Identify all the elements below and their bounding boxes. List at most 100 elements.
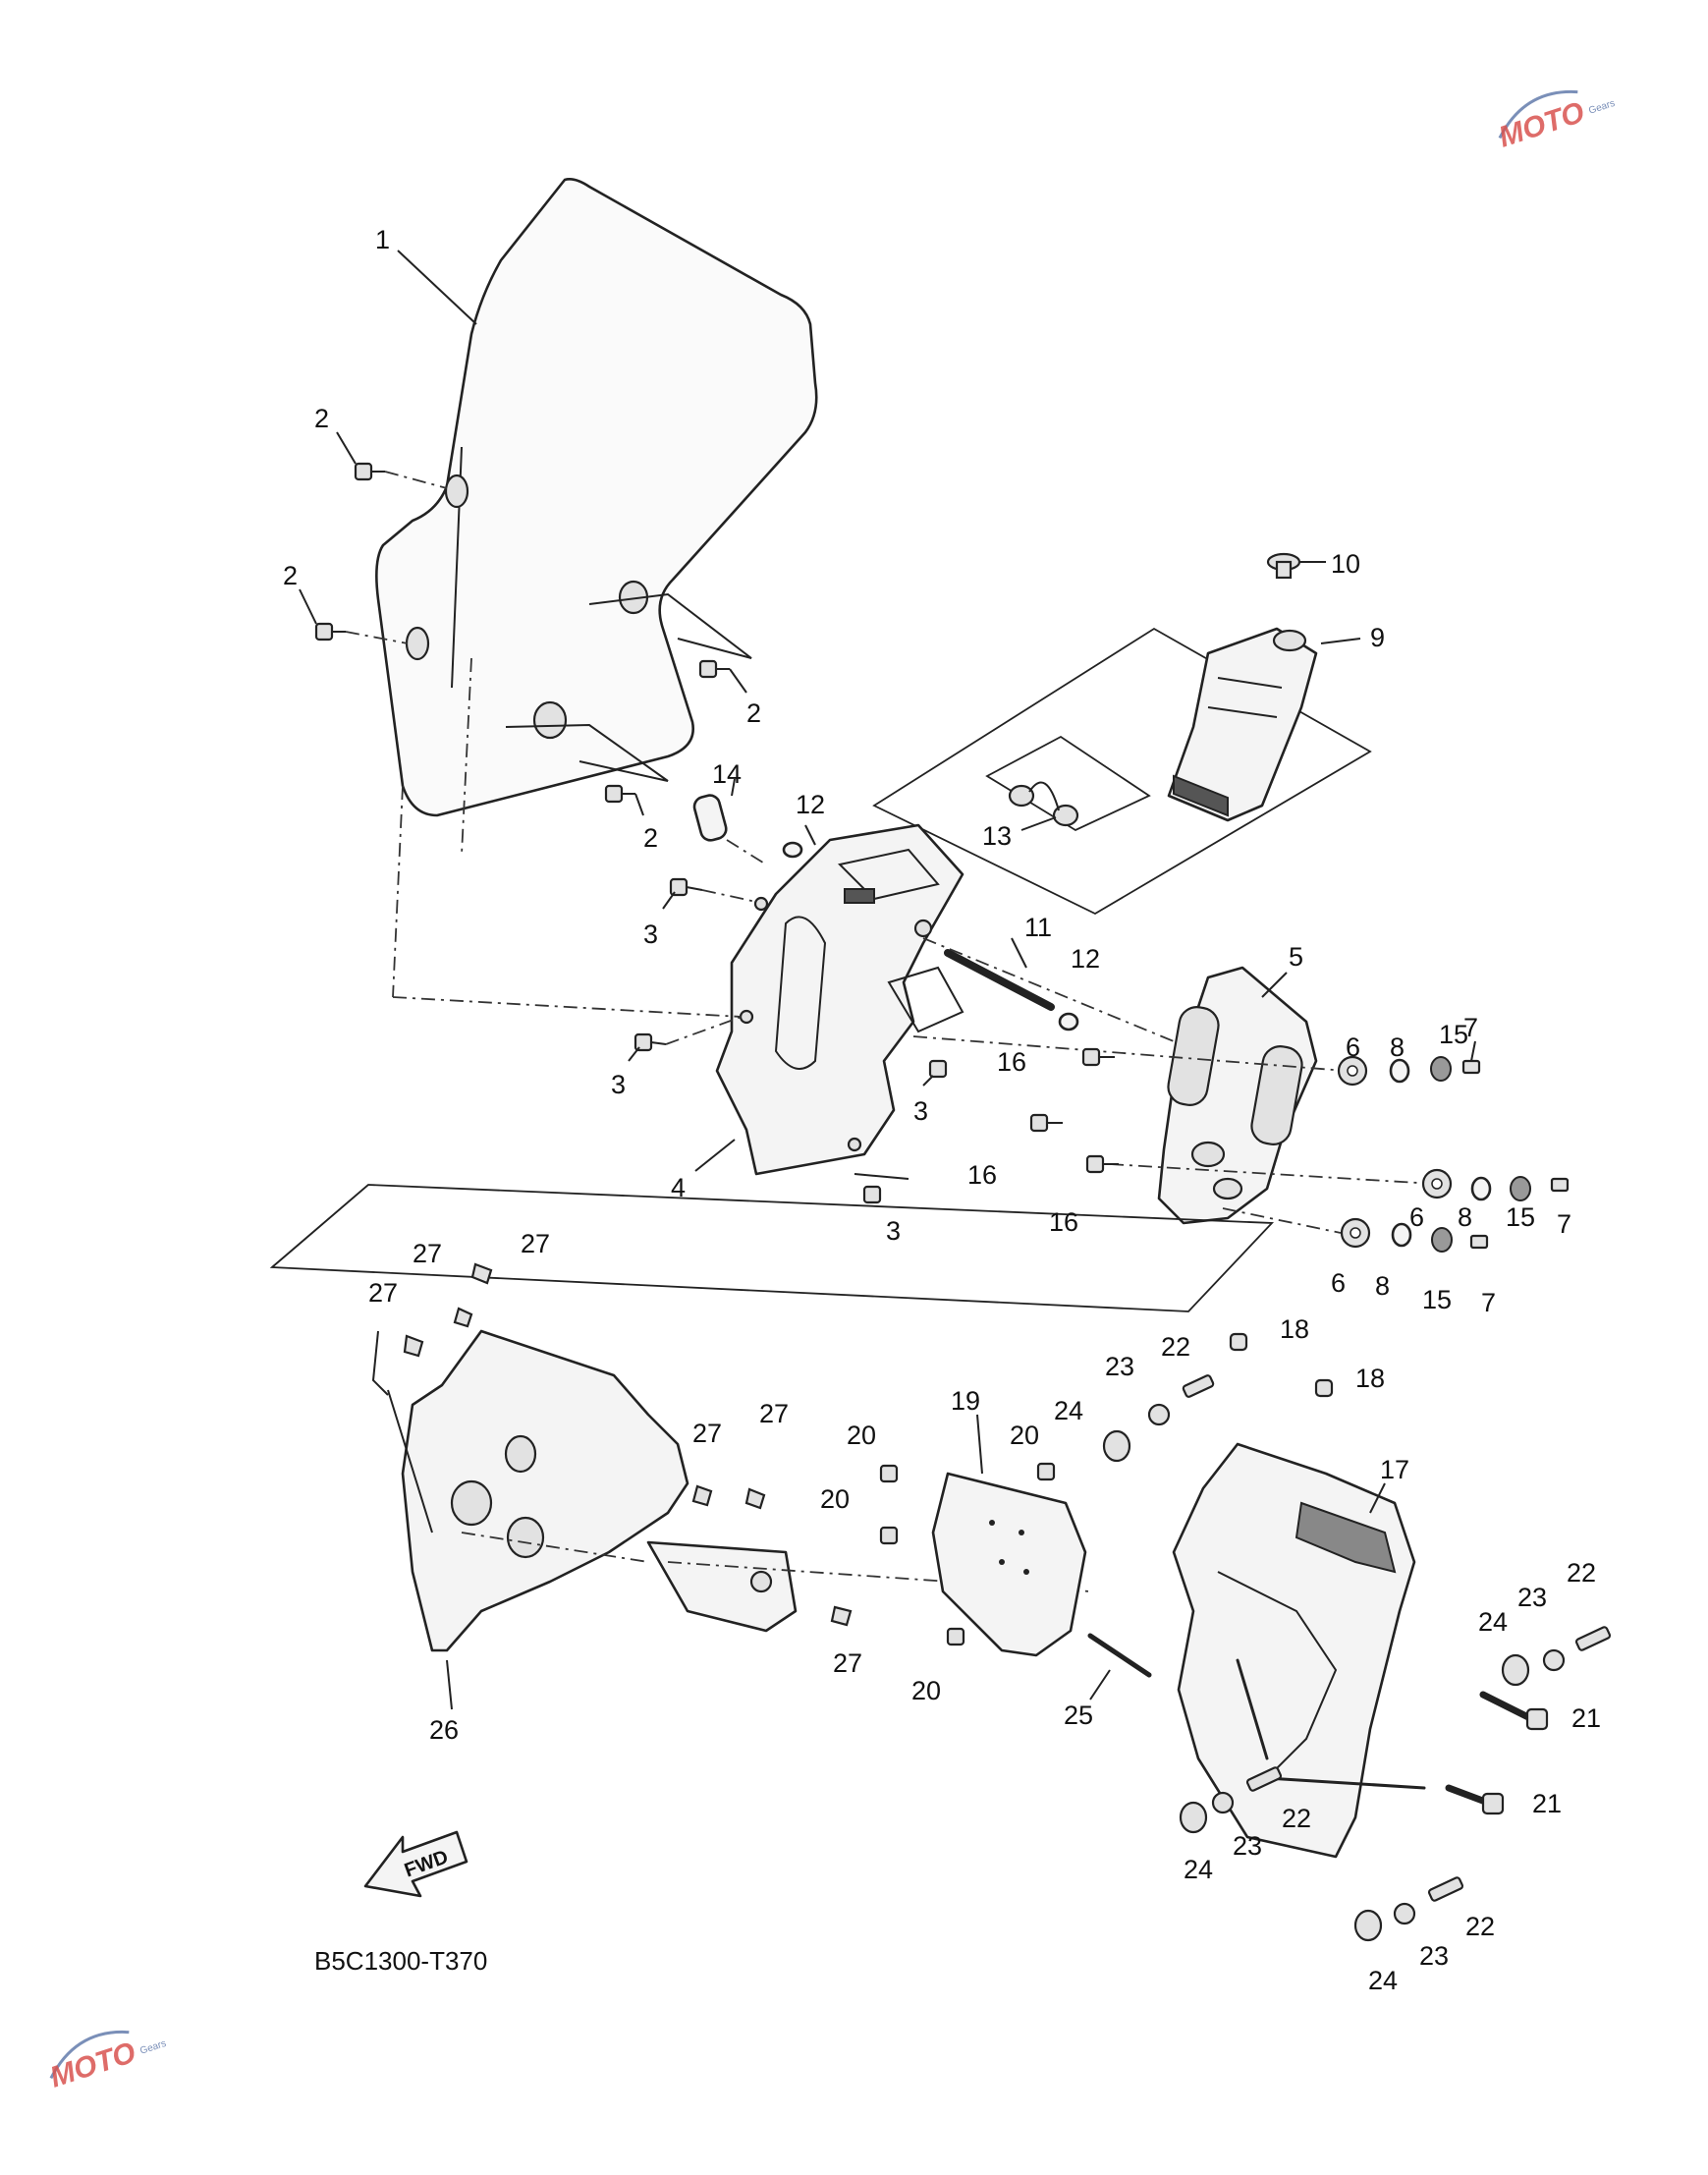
- bolt-part-22-b: [1574, 1626, 1612, 1651]
- callout-4: 4: [671, 1173, 686, 1202]
- callout-3-d: 3: [886, 1216, 901, 1246]
- callout-10: 10: [1331, 549, 1360, 579]
- screw-part-20-c: [879, 1526, 899, 1545]
- callout-23-d: 23: [1419, 1941, 1449, 1971]
- callout-15-a: 15: [1439, 1020, 1468, 1049]
- main-bracket-part-17: [1172, 1442, 1426, 1859]
- clip-part-12-a: [782, 841, 803, 859]
- windshield-part-1: [375, 178, 818, 856]
- callout-9: 9: [1370, 623, 1385, 652]
- callout-16-b: 16: [967, 1160, 997, 1190]
- callout-27-f: 27: [833, 1648, 862, 1678]
- callout-27-d: 27: [692, 1419, 722, 1448]
- callout-21-b: 21: [1532, 1789, 1562, 1818]
- callout-23-c: 23: [1233, 1831, 1262, 1861]
- callout-23-a: 23: [1105, 1352, 1134, 1381]
- bolt-part-2-a: [354, 462, 448, 489]
- callout-1: 1: [375, 225, 390, 254]
- callout-20-d: 20: [911, 1676, 941, 1705]
- rivet-part-27-a: [403, 1334, 424, 1358]
- collar-part-23-d: [1393, 1902, 1416, 1925]
- washer-part-8-a: [1389, 1058, 1410, 1084]
- callout-25: 25: [1064, 1701, 1093, 1730]
- nut-part-15-a: [1430, 1056, 1452, 1082]
- bolt-part-3-a: [669, 877, 757, 903]
- washer-part-8-c: [1391, 1222, 1412, 1248]
- bolt-part-22-a: [1182, 1374, 1215, 1398]
- screw-part-20-a: [879, 1464, 899, 1483]
- bolt-part-2-c: [698, 659, 730, 679]
- callout-7-b: 7: [1557, 1209, 1571, 1239]
- callout-22-b: 22: [1567, 1558, 1596, 1588]
- bolt-part-2-d: [604, 784, 635, 804]
- callout-27-b: 27: [413, 1239, 442, 1268]
- bracket-part-9: [1167, 627, 1318, 822]
- cap-part-18-b: [1314, 1378, 1334, 1398]
- svg-text:MOTO: MOTO: [1495, 96, 1588, 154]
- watermark-logo-bottom: MOTO Gears: [46, 2030, 168, 2094]
- bracket-frame-9: [872, 627, 1372, 916]
- bolt-part-3-d: [854, 1173, 909, 1204]
- bolt-part-21-b: [1445, 1784, 1505, 1815]
- callout-24-b: 24: [1478, 1607, 1508, 1637]
- callout-24-d: 24: [1368, 1966, 1398, 1995]
- callout-2-a: 2: [314, 404, 329, 433]
- callout-19: 19: [951, 1386, 980, 1416]
- bolt-part-3-b: [634, 1016, 743, 1052]
- assembly-line-2: [392, 996, 743, 1018]
- callout-5: 5: [1289, 942, 1303, 972]
- callout-26: 26: [429, 1715, 459, 1745]
- callout-11: 11: [1024, 913, 1052, 942]
- svg-text:MOTO: MOTO: [46, 2036, 139, 2094]
- callout-8-b: 8: [1458, 1202, 1472, 1232]
- callout-15-c: 15: [1422, 1285, 1452, 1314]
- callout-7-c: 7: [1481, 1288, 1496, 1317]
- shaft-part-11: [922, 937, 1258, 1077]
- callout-13: 13: [982, 821, 1012, 851]
- callout-8-c: 8: [1375, 1271, 1390, 1301]
- callout-16-a: 16: [997, 1047, 1026, 1077]
- callout-3-a: 3: [643, 920, 658, 949]
- callout-21-a: 21: [1571, 1703, 1601, 1733]
- bolt-part-21-a: [1479, 1691, 1549, 1731]
- callout-2-d: 2: [643, 823, 658, 853]
- callout-2-c: 2: [746, 698, 761, 728]
- callout-6-a: 6: [1346, 1032, 1360, 1062]
- callout-17: 17: [1380, 1455, 1409, 1484]
- callout-12-b: 12: [1071, 944, 1100, 974]
- pin-part-14: [692, 794, 767, 865]
- callout-27-a: 27: [368, 1278, 398, 1308]
- callout-18-a: 18: [1280, 1314, 1309, 1344]
- callout-6-c: 6: [1331, 1268, 1346, 1298]
- cap-part-18-a: [1229, 1332, 1248, 1352]
- assembly-line-3: [461, 1532, 649, 1563]
- callout-14: 14: [712, 759, 742, 789]
- spring-part-13: [1008, 781, 1079, 827]
- callout-27-e: 27: [759, 1399, 789, 1428]
- bolt-part-16-b: [1029, 1113, 1063, 1133]
- callout-12-a: 12: [796, 790, 825, 819]
- callout-24-c: 24: [1184, 1855, 1213, 1884]
- rivet-part-27-b: [453, 1307, 473, 1328]
- damper-part-24-b: [1501, 1653, 1530, 1687]
- callout-3-b: 3: [611, 1070, 626, 1099]
- screw-part-7-a: [1461, 1059, 1481, 1075]
- washer-part-8-b: [1470, 1176, 1492, 1201]
- bolt-part-22-d: [1427, 1876, 1464, 1902]
- callout-15-b: 15: [1506, 1202, 1535, 1232]
- collar-part-6-a: [1337, 1055, 1368, 1087]
- collar-part-6-c: [1340, 1217, 1371, 1249]
- drawing-code: B5C1300-T370: [314, 1946, 487, 1976]
- callout-22-c: 22: [1282, 1804, 1311, 1833]
- callout-18-b: 18: [1355, 1364, 1385, 1393]
- forward-direction-arrow: FWD: [363, 1830, 468, 1898]
- clip-part-12-b: [1058, 1012, 1079, 1032]
- collar-part-23-a: [1147, 1403, 1171, 1426]
- callout-22-d: 22: [1465, 1912, 1495, 1941]
- callout-3-c: 3: [913, 1096, 928, 1126]
- watermark-logo-top: MOTO Gears: [1495, 89, 1617, 154]
- callout-20-c: 20: [820, 1484, 850, 1514]
- bolt-part-16-c: [1085, 1154, 1119, 1174]
- pin-part-25: [1087, 1633, 1152, 1678]
- callout-8-a: 8: [1390, 1032, 1405, 1062]
